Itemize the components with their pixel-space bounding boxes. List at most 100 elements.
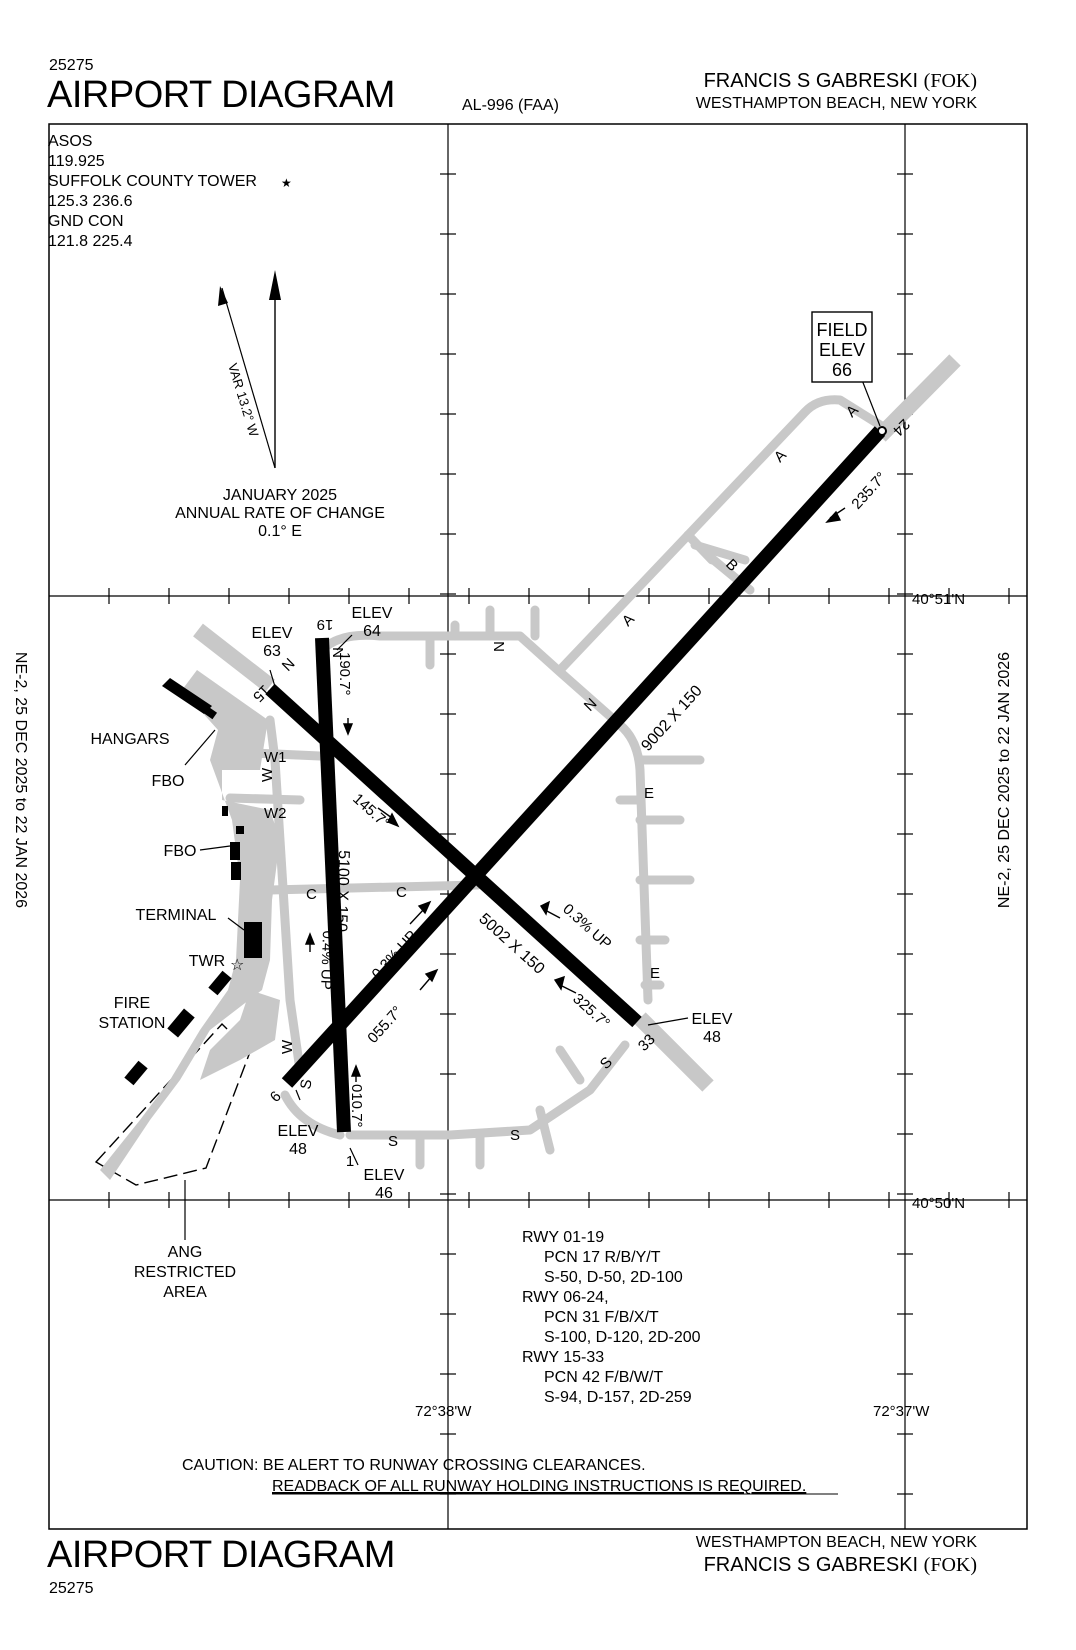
elev-01-value: 46	[375, 1185, 393, 1202]
field-elev-box	[811, 311, 873, 383]
pcn-line-6: S-100, D-120, 2D-200	[544, 1329, 701, 1346]
lon-east-label: 72°37'W	[873, 1403, 930, 1420]
slope-01: 0.4% UP	[317, 930, 336, 990]
taxiway-a-label-3: A	[619, 611, 638, 630]
taxiway-n-label-3: N	[491, 641, 508, 652]
lat-south-label: 40°50'N	[912, 1195, 965, 1212]
taxiway-s-label-4: S	[297, 1078, 315, 1091]
mag-date: JANUARY 2025	[223, 487, 337, 504]
field-elev-label-2: ELEV	[819, 340, 865, 360]
taxiway-c-label-2: C	[396, 884, 407, 901]
fire-station-label-2: STATION	[99, 1015, 166, 1032]
elev-15-label: ELEV	[252, 625, 293, 642]
airport-location: WESTHAMPTON BEACH, NEW YORK	[695, 95, 977, 112]
field-elev-value: 66	[832, 360, 852, 380]
hdg-235: 235.7°	[848, 469, 890, 513]
taxiway-n-label-2: N	[330, 647, 347, 658]
elev-06-value: 48	[289, 1141, 307, 1158]
runway-01-19	[315, 637, 351, 1133]
taxiway-e-label-1: E	[644, 785, 654, 802]
lon-west-label: 72°38'W	[415, 1403, 472, 1420]
field-elev-point	[877, 426, 887, 436]
elev-19-label: ELEV	[352, 605, 393, 622]
pcn-line-1: RWY 01-19	[522, 1229, 604, 1246]
mag-variation: VAR 13.2° W	[225, 361, 262, 439]
taxiway-w1-label: W1	[264, 749, 287, 766]
rwy-01-label: 1	[346, 1153, 354, 1170]
freq-line-3: SUFFOLK COUNTY TOWER	[48, 173, 257, 190]
elev-01-label: ELEV	[364, 1167, 405, 1184]
runway-15-33	[265, 683, 642, 1028]
runway-overruns	[193, 354, 961, 1092]
taxiway-c-label-1: C	[306, 886, 317, 903]
procedure-number: 25275	[49, 57, 94, 74]
magnetic-north-arrow-icon	[218, 286, 228, 306]
hdg-010: 010.7°	[348, 1084, 365, 1128]
fire-station-building	[167, 1008, 195, 1038]
pcn-line-5: PCN 31 F/B/X/T	[544, 1309, 659, 1326]
pcn-line-9: S-94, D-157, 2D-259	[544, 1389, 692, 1406]
freq-line-6: 121.8 225.4	[48, 233, 133, 250]
footer-procedure-number: 25275	[49, 1580, 94, 1597]
elev-33-label: ELEV	[692, 1011, 733, 1028]
leader-lines	[184, 634, 689, 1240]
diagram-frame	[48, 123, 1028, 1530]
mag-rate: 0.1° E	[258, 523, 302, 540]
taxiway-s-label-1: S	[388, 1133, 398, 1150]
taxiway-w-label-1: W	[259, 767, 276, 782]
rwy-01-19-dims: 5100 X 150	[332, 850, 352, 932]
footer-title: AIRPORT DIAGRAM	[47, 1534, 395, 1576]
ang-label-3: AREA	[163, 1284, 207, 1301]
hdg-055: 055.7°	[364, 1003, 406, 1047]
tower-label: TWR	[189, 953, 225, 970]
slope-15: 0.3% UP	[559, 901, 614, 953]
hangars-label: HANGARS	[90, 731, 169, 748]
rwy-19-label: 19	[317, 616, 334, 633]
terminal-label: TERMINAL	[136, 907, 217, 924]
elev-15-value: 63	[263, 643, 281, 660]
freq-line-1: ASOS	[48, 133, 92, 150]
elev-06-label: ELEV	[278, 1123, 319, 1140]
pcn-line-7: RWY 15-33	[522, 1349, 604, 1366]
pcn-line-2: PCN 17 R/B/Y/T	[544, 1249, 661, 1266]
rwy-15-33-dims: 5002 X 150	[475, 910, 547, 977]
true-north-arrow-icon	[269, 270, 281, 300]
pcn-line-3: S-50, D-50, 2D-100	[544, 1269, 683, 1286]
fbo-label-1: FBO	[152, 773, 185, 790]
taxiway-w2-label: W2	[264, 805, 287, 822]
buildings	[124, 678, 262, 1086]
taxiway-w-label-2: W	[279, 1039, 296, 1054]
terminal-building	[244, 922, 262, 958]
document-id: AL-996 (FAA)	[462, 97, 559, 114]
lat-north-label: 40°51'N	[912, 591, 965, 608]
elev-33-value: 48	[703, 1029, 721, 1046]
ang-label-1: ANG	[168, 1244, 203, 1261]
taxiway-e-label-2: E	[650, 965, 660, 982]
caution-line-1: CAUTION: BE ALERT TO RUNWAY CROSSING CLE…	[182, 1457, 646, 1474]
taxiway-a-label-2: A	[771, 447, 790, 466]
fbo-label-2: FBO	[164, 843, 197, 860]
taxiway-s-label-2: S	[510, 1127, 520, 1144]
hdg-190: 190.7°	[336, 652, 353, 696]
mag-rate-label: ANNUAL RATE OF CHANGE	[175, 505, 385, 522]
hangar-building	[162, 678, 212, 714]
taxiway-a-label-1: A	[843, 402, 862, 421]
ang-label-2: RESTRICTED	[134, 1264, 236, 1281]
fire-station-label-1: FIRE	[114, 995, 150, 1012]
heading-arrows	[304, 507, 846, 1082]
footer-airport-name-text: FRANCIS S GABRESKI	[703, 1554, 919, 1576]
footer-airport-id: (FOK)	[923, 1554, 977, 1576]
caution-line-2: READBACK OF ALL RUNWAY HOLDING INSTRUCTI…	[272, 1478, 806, 1495]
field-elev-label-1: FIELD	[816, 320, 867, 340]
page-title: AIRPORT DIAGRAM	[47, 74, 395, 116]
airport-id: (FOK)	[923, 70, 977, 92]
airport-name-header: FRANCIS S GABRESKI (FOK)	[704, 70, 977, 93]
runways	[265, 426, 886, 1133]
magnetic-north-line	[221, 287, 276, 469]
freq-line-5: GND CON	[48, 213, 124, 230]
ang-restricted-boundary	[94, 1022, 251, 1186]
elev-19-value: 64	[363, 623, 381, 640]
freq-line-4: 125.3 236.6	[48, 193, 133, 210]
footer-location: WESTHAMPTON BEACH, NEW YORK	[695, 1534, 977, 1551]
